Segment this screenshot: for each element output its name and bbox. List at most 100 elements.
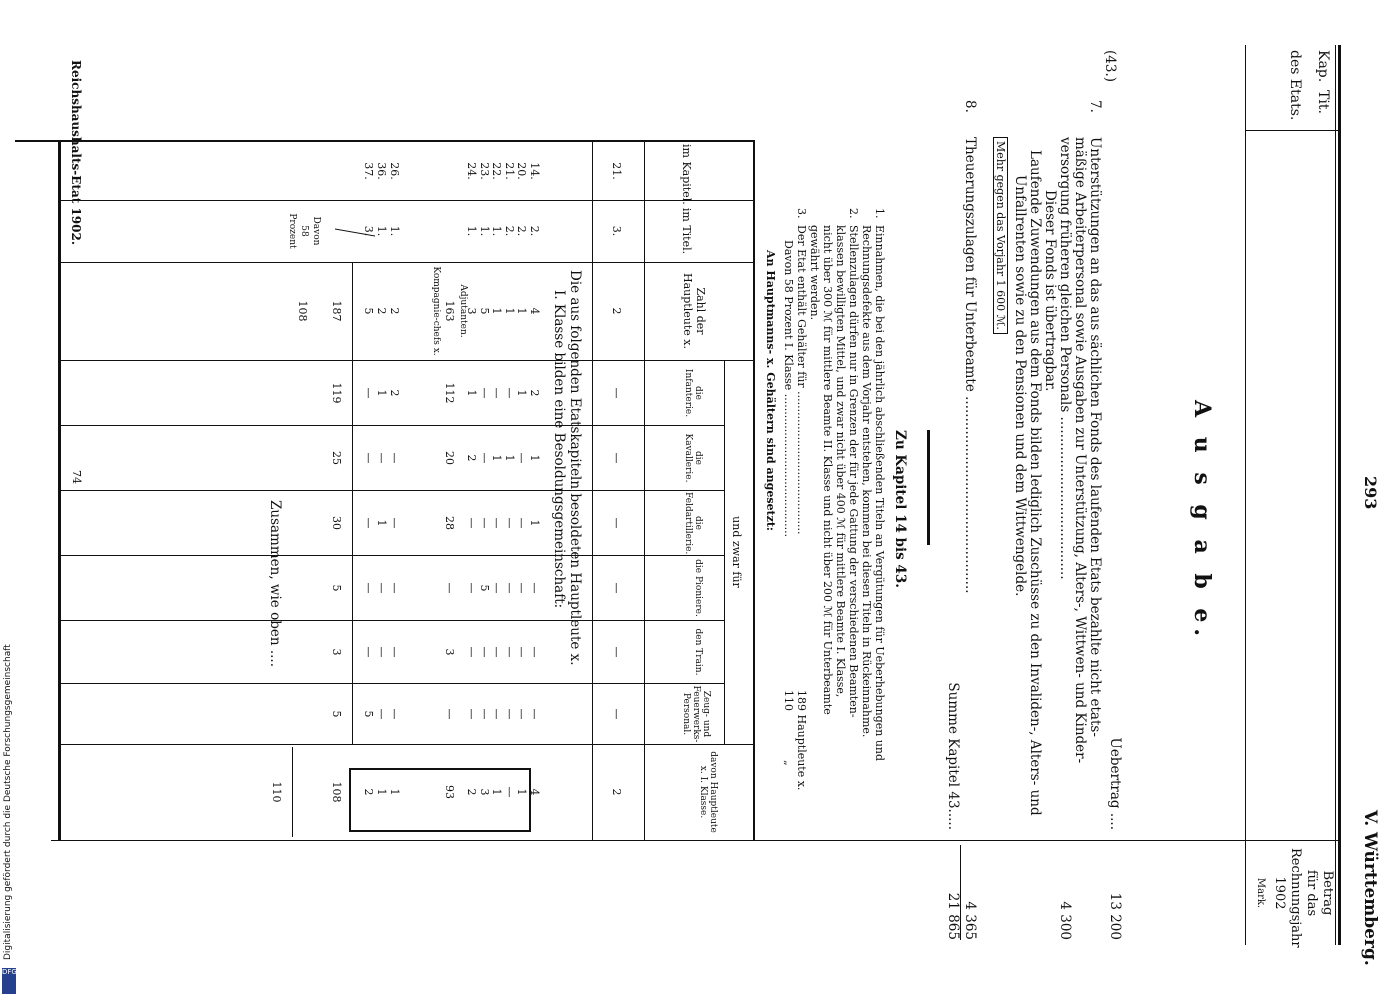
table-b-row-1-zeug: — [388, 708, 401, 720]
header-zeug: Zeug- und Feuerwerks-Personal. [681, 685, 711, 743]
total-zahl: 187 [330, 300, 343, 322]
davon-label-3: Prozent [287, 213, 297, 249]
summe-amount: 21 865 [945, 892, 961, 940]
total-feld: 30 [330, 516, 343, 530]
separator-rule [927, 430, 930, 545]
header-kav: die Kavallerie. [683, 433, 703, 483]
table-a-row-4-train: — [490, 646, 504, 658]
table-b-row-2-klasse: 1 [375, 788, 388, 796]
table-b-row-3-kap: 37. [362, 162, 375, 180]
footer-number: 74 [70, 470, 83, 484]
note-2-line-3: nicht über 300 ℳ für mittlere Beamte II.… [821, 225, 834, 715]
table-a-row-1-feld: 1 [528, 519, 541, 527]
title-7-note: Dieser Fonds ist übertragbar. [1042, 190, 1058, 392]
table-b-row-2-zahl: 2 [375, 307, 388, 315]
davon-label-2: 58 [299, 225, 309, 237]
section-title: A u s g a b e. [1189, 400, 1215, 643]
table-b-row-1-inf: 2 [388, 389, 401, 397]
note-3-value-2: 110 [782, 690, 795, 711]
title-7-text-2: mäßige Arbeiterpersonal sowie Ausgaben z… [1072, 137, 1088, 764]
title-8-number: 8. [962, 100, 978, 113]
table-a-row-6-train: — [465, 646, 479, 658]
header-und-zwar: und zwar für [730, 516, 743, 588]
table-a-row-2-tit: 2. [515, 225, 529, 237]
table-b-row-2-tit: 1. [375, 225, 388, 237]
total-zeug: 5 [330, 710, 343, 718]
table-b-row-2-inf: 1 [375, 389, 388, 397]
title-7-text-3: versorgung früheren gleichen Personals .… [1057, 137, 1073, 580]
title-7-text-1: Unterstützungen an das aus sächlichen Fo… [1087, 137, 1103, 737]
uebertrag-amount: 13 200 [1107, 892, 1123, 940]
table-a-row-3-feld: — [503, 517, 516, 529]
table-b-row-3-train: — [362, 646, 375, 658]
total-rule [352, 262, 353, 744]
col-pion-train [60, 620, 725, 621]
table-a-row-6-zahl: 3 [465, 307, 479, 315]
dfg-logo: DFG [2, 968, 17, 994]
table-b-row-3-zahl: 5 [362, 307, 375, 315]
col-tit-zahl [60, 262, 755, 263]
table-b-row-1-feld: — [388, 517, 401, 529]
table-a-row-4-inf: — [490, 387, 504, 399]
table-b-row-3-zeug: 5 [362, 710, 375, 718]
note-3-line-3: An Hauptmanns- x. Gehältern sind angeset… [764, 250, 777, 531]
table-a-row-4-tit: 1. [490, 225, 504, 237]
total-train: 3 [330, 648, 343, 656]
adj-train: 3 [443, 648, 456, 656]
adj-feld: 28 [443, 516, 456, 530]
table-a-row-1-inf: 2 [528, 389, 541, 397]
note-1-number: 1. [873, 208, 886, 219]
total-pion: 5 [330, 584, 343, 592]
table-a-row-6-zeug: — [465, 708, 479, 720]
table-b-row-2-kap: 36. [375, 162, 388, 180]
zusammen-label: Zusammen, wie oben .... [267, 500, 283, 667]
col-zahl-inf [60, 360, 755, 361]
title-7-note-2: Laufende Zuwendungen aus dem Fonds bilde… [1027, 150, 1043, 816]
kap-number: (43.) [1102, 50, 1118, 83]
table-b-row-3-kav: — [362, 452, 375, 464]
table-b-row-2-train: — [375, 646, 388, 658]
title-7-number: 7. [1087, 100, 1103, 113]
table-b-row-3-klasse: 2 [362, 788, 375, 796]
top-rule [1338, 45, 1341, 945]
uebertrag-label: Uebertrag .... [1107, 737, 1123, 830]
table-a-row-2-kap: 20. [515, 162, 529, 180]
row21-kap: 21. [610, 162, 623, 180]
note-2-line-2: klassen bewilligten Mittel, und zwar nic… [834, 225, 847, 698]
davon-zahl: 108 [296, 300, 309, 322]
note-3-value-2b: „ [782, 760, 795, 766]
col-rule-amount [51, 840, 1341, 841]
table-a-row-3-inf: — [503, 387, 516, 399]
adj-zahl: 163 [443, 300, 456, 322]
page-number: 293 [1361, 476, 1380, 510]
table-a-row-6-klasse: 2 [465, 788, 479, 796]
year-label: 1902 [1272, 876, 1287, 910]
table-a-row-5-tit: 1. [478, 225, 491, 237]
table-b-row-1-kap: 26. [388, 162, 401, 180]
note-2-line-4: gewährt werden. [808, 225, 821, 321]
table-b-row-1-tit: 1. [388, 225, 401, 237]
total-inf: 119 [330, 382, 343, 404]
note-1-line-2: Rechnungsdefekte aus dem Vorjahr entsteh… [860, 225, 873, 738]
note-3-line-2: Davon 58 Prozent I. Klasse .............… [782, 240, 795, 538]
table-a-row-2-klasse: 1 [515, 788, 529, 796]
table-b-row-3-pion: — [362, 582, 375, 594]
table-a-row-3-zeug: — [503, 708, 516, 720]
table-a-row-5-pion: 5 [478, 584, 491, 592]
table-a-row-6-kap: 24. [465, 162, 479, 180]
table-a-row-6-inf: 1 [465, 389, 479, 397]
col-feld-pion [60, 555, 725, 556]
note-2-line-1: Stellenzulagen dürfen nur in Grenzen der… [847, 225, 860, 718]
table-b-row-2-zeug: — [375, 708, 388, 720]
table-top-rule [753, 140, 755, 840]
note-2-number: 2. [847, 208, 860, 219]
adj-kav: 20 [443, 451, 456, 465]
col-rule-kap [1246, 130, 1341, 131]
row21-kav: — [610, 452, 623, 464]
adj-pion: — [443, 582, 456, 594]
table-a-row-5-zeug: — [478, 708, 491, 720]
table-b-row-2-pion: — [375, 582, 388, 594]
row21-zahl: 2 [610, 307, 623, 315]
table-a-row-3-kav: 1 [503, 454, 516, 462]
